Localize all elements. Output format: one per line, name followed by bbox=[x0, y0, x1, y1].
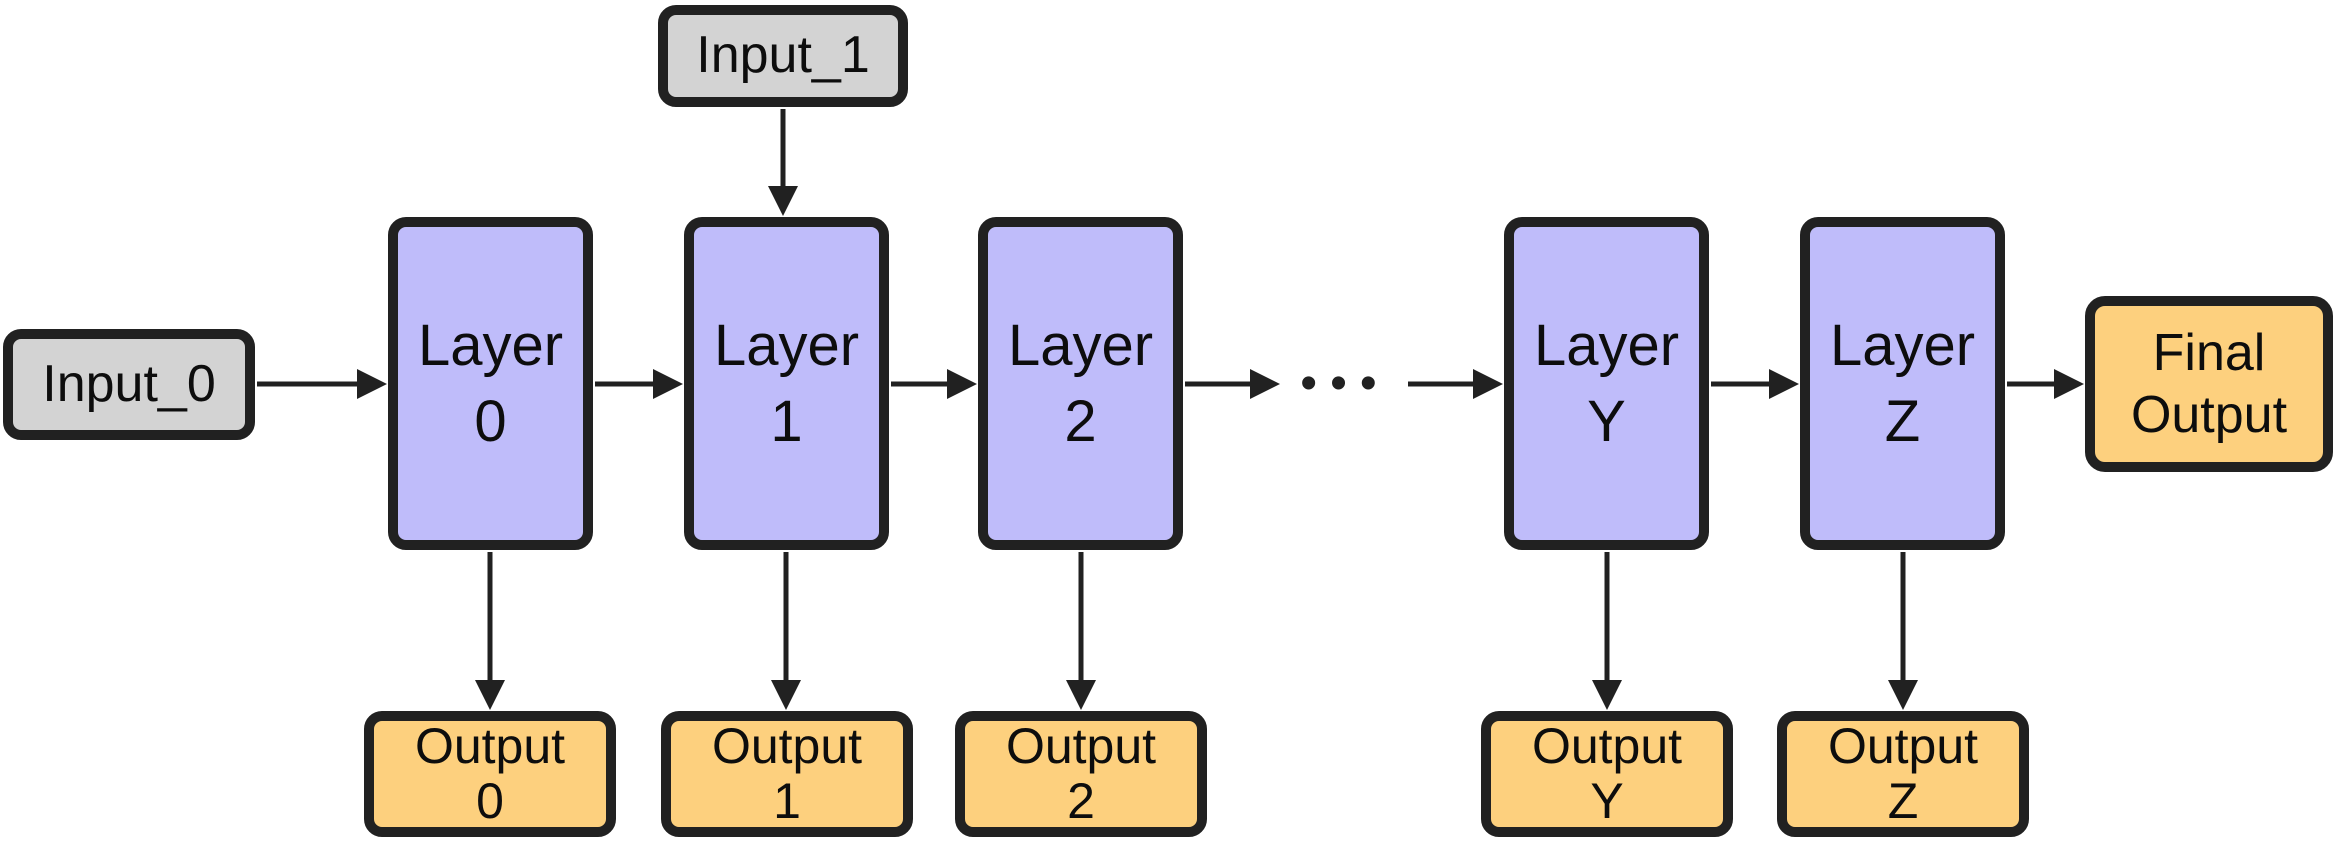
output-2-node: Output 2 bbox=[955, 711, 1207, 837]
output-y-index: Y bbox=[1590, 773, 1624, 829]
layer-2-title: Layer bbox=[1007, 312, 1154, 378]
layer-z-title: Layer bbox=[1829, 312, 1976, 378]
layer-1-node: Layer 1 bbox=[684, 217, 889, 550]
layer-z-index: Z bbox=[1884, 388, 1921, 454]
layer-y-title: Layer bbox=[1533, 312, 1680, 378]
output-z-node: Output Z bbox=[1777, 711, 2029, 837]
output-2-title: Output bbox=[1005, 718, 1157, 774]
output-z-index: Z bbox=[1887, 773, 1919, 829]
layer-2-node: Layer 2 bbox=[978, 217, 1183, 550]
input-0-label: Input_0 bbox=[42, 354, 216, 413]
layer-2-index: 2 bbox=[1064, 388, 1097, 454]
layer-1-index: 1 bbox=[770, 388, 803, 454]
layer-0-node: Layer 0 bbox=[388, 217, 593, 550]
output-1-node: Output 1 bbox=[661, 711, 913, 837]
continuation-ellipsis: ••• bbox=[1300, 357, 1390, 410]
layer-0-title: Layer bbox=[417, 312, 564, 378]
output-z-title: Output bbox=[1827, 718, 1979, 774]
output-0-index: 0 bbox=[476, 773, 504, 829]
output-2-index: 2 bbox=[1067, 773, 1095, 829]
output-1-title: Output bbox=[711, 718, 863, 774]
final-output-line1: Final bbox=[2152, 324, 2266, 382]
output-0-title: Output bbox=[414, 718, 566, 774]
final-output-node: Final Output bbox=[2085, 296, 2333, 472]
layer-z-node: Layer Z bbox=[1800, 217, 2005, 550]
output-y-title: Output bbox=[1531, 718, 1683, 774]
layer-0-index: 0 bbox=[474, 388, 507, 454]
output-1-index: 1 bbox=[773, 773, 801, 829]
layer-y-node: Layer Y bbox=[1504, 217, 1709, 550]
layer-1-title: Layer bbox=[713, 312, 860, 378]
layer-y-index: Y bbox=[1587, 388, 1626, 454]
input-0-node: Input_0 bbox=[3, 329, 255, 440]
output-0-node: Output 0 bbox=[364, 711, 616, 837]
final-output-line2: Output bbox=[2130, 386, 2288, 444]
input-1-label: Input_1 bbox=[696, 26, 870, 85]
output-y-node: Output Y bbox=[1481, 711, 1733, 837]
input-1-node: Input_1 bbox=[658, 5, 908, 107]
